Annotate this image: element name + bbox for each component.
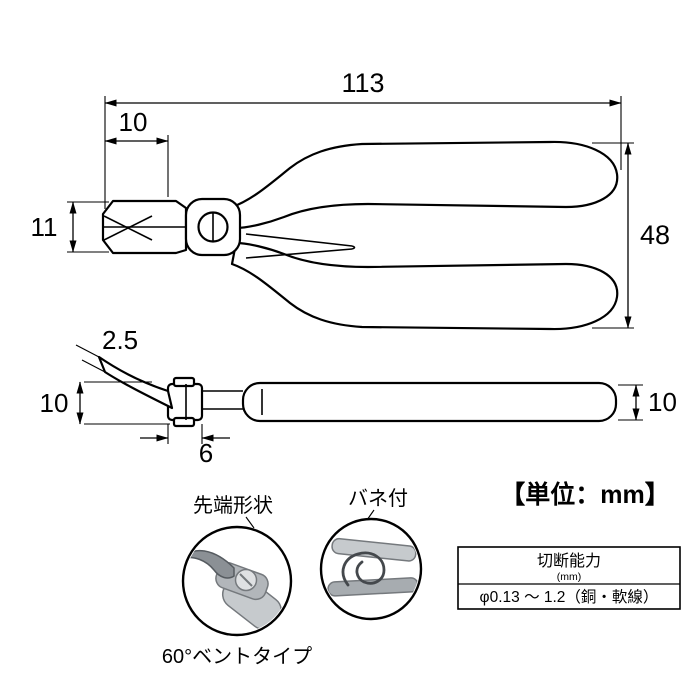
side-pivot-block [166,382,204,422]
spec-table-title: 切断能力 [537,552,601,570]
spec-table-border [457,546,681,610]
side-view-drawing: 2.5 10 6 10 [40,325,677,468]
ext-2-5-b [81,359,106,373]
spring-wire [341,551,386,587]
dim-label-2-5: 2.5 [102,325,138,355]
tip-shape-leader-line [245,516,255,529]
dim-label-48: 48 [640,220,670,250]
dim-label-11: 11 [31,212,58,242]
tip-shape-photo [185,549,282,631]
top-view-drawing: 113 10 11 48 [31,68,670,331]
spec-table: 切断能力 (mm) φ0.13 ～ 1.2（銅・軟線） [457,546,681,610]
dim-label-113: 113 [341,68,384,98]
bent-tip-photo-beak [185,549,235,579]
spring-leaf-upper [245,233,353,247]
side-pivot-nub-bottom [172,416,196,428]
side-pivot-nub-top [172,376,196,388]
dim-label-6: 6 [199,438,213,468]
unit-label: 【単位：mm】 [500,480,669,509]
spring-leaf-lower [245,248,353,259]
dim-label-10-right: 10 [648,387,677,417]
upper-handle [230,140,619,230]
side-handle [241,381,618,423]
ext-2-5-a [75,344,100,358]
jaw-bevel-2 [103,215,153,241]
lower-handle [230,241,619,331]
spring-label: バネ付 [348,487,408,510]
spring-joint [351,245,356,250]
dim-label-10-tip: 10 [119,107,148,137]
tip-shape-callout: 先端形状 60°ベントタイプ [162,494,312,668]
spec-table-unit: (mm) [557,571,582,583]
spring-photo-circle [319,517,423,621]
spring-callout: バネ付 [319,487,423,621]
tip-shape-caption: 60°ベントタイプ [162,645,312,668]
spec-table-value: φ0.13 ～ 1.2（銅・軟線） [480,588,659,606]
tip-shape-label: 先端形状 [193,494,273,517]
spring-photo [327,537,419,597]
dim-label-10-left: 10 [40,388,69,418]
